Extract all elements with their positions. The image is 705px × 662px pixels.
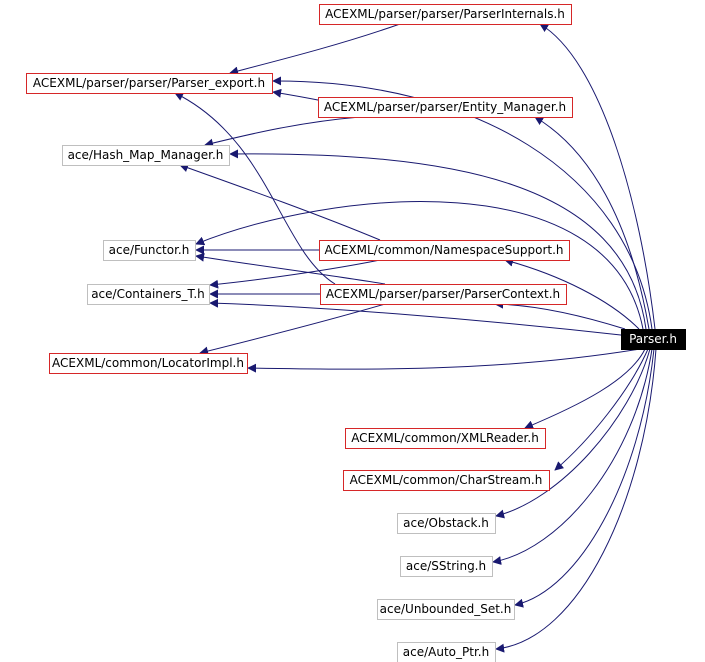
node-label: ace/Auto_Ptr.h [403, 645, 489, 659]
edge-parser-internals-to-parser-export [229, 23, 401, 76]
node-xml-reader[interactable]: ACEXML/common/XMLReader.h [345, 428, 546, 449]
node-box [26, 73, 273, 94]
node-label: ACEXML/parser/parser/Entity_Manager.h [324, 100, 566, 114]
edge-parser-context-to-functor [195, 252, 386, 285]
node-auto-ptr[interactable]: ace/Auto_Ptr.h [397, 642, 496, 662]
edges [174, 23, 657, 653]
node-box [87, 284, 210, 305]
edge-parser-to-obstack [495, 348, 651, 519]
node-box [319, 4, 572, 25]
node-label: ACEXML/parser/parser/ParserContext.h [326, 287, 560, 301]
node-box [319, 240, 570, 261]
node-hash-map-manager[interactable]: ace/Hash_Map_Manager.h [62, 145, 230, 166]
edge-parser-to-parser-context [494, 299, 626, 330]
edge-namespace-support-to-containers-t [209, 259, 381, 289]
node-label: ACEXML/parser/parser/Parser_export.h [33, 76, 265, 90]
edge-parser-to-parser-internals [539, 23, 656, 330]
node-box [400, 556, 493, 577]
node-box [343, 470, 550, 491]
node-box [318, 97, 573, 118]
nodes: ACEXML/parser/parser/ParserInternals.hAC… [26, 4, 686, 662]
edge-parser-to-unbounded-set [514, 348, 655, 608]
edge-parser-to-entity-manager [534, 116, 650, 330]
edge-parser-to-char-stream [554, 348, 649, 471]
edge-parser-to-functor [195, 201, 644, 330]
edge-parser-to-containers-t [209, 298, 631, 337]
edge-parser-to-locator-impl [247, 348, 641, 373]
node-box [49, 353, 248, 374]
node-parser[interactable]: Parser.h [621, 329, 686, 350]
node-parser-internals[interactable]: ACEXML/parser/parser/ParserInternals.h [319, 4, 572, 25]
edge-parser-context-to-parser-export [174, 92, 336, 285]
node-label: ACEXML/parser/parser/ParserInternals.h [325, 7, 565, 21]
node-functor[interactable]: ace/Functor.h [103, 240, 196, 261]
node-label: ACEXML/common/LocatorImpl.h [52, 356, 244, 370]
node-entity-manager[interactable]: ACEXML/parser/parser/Entity_Manager.h [318, 97, 573, 118]
edge-parser-to-xml-reader [524, 348, 646, 430]
node-parser-export[interactable]: ACEXML/parser/parser/Parser_export.h [26, 73, 273, 94]
node-box [103, 240, 196, 261]
node-label: ace/SString.h [406, 559, 486, 573]
edge-parser-to-auto-ptr [495, 348, 657, 653]
node-label: ace/Containers_T.h [91, 287, 205, 301]
node-box [397, 513, 496, 534]
node-sstring[interactable]: ace/SString.h [400, 556, 493, 577]
edge-parser-to-namespace-support [504, 257, 640, 330]
node-parser-context[interactable]: ACEXML/parser/parser/ParserContext.h [320, 284, 567, 305]
node-obstack[interactable]: ace/Obstack.h [397, 513, 496, 534]
node-char-stream[interactable]: ACEXML/common/CharStream.h [343, 470, 550, 491]
node-label: Parser.h [629, 332, 677, 346]
node-box [62, 145, 230, 166]
node-unbounded-set[interactable]: ace/Unbounded_Set.h [377, 599, 515, 620]
node-label: ace/Unbounded_Set.h [380, 602, 512, 616]
node-label: ace/Obstack.h [403, 516, 489, 530]
node-box [320, 284, 567, 305]
edge-parser-to-hash-map-manager [229, 149, 647, 330]
node-locator-impl[interactable]: ACEXML/common/LocatorImpl.h [49, 353, 248, 374]
node-namespace-support[interactable]: ACEXML/common/NamespaceSupport.h [319, 240, 570, 261]
edge-entity-manager-to-hash-map-manager [204, 116, 361, 148]
node-containers-t[interactable]: ace/Containers_T.h [87, 284, 210, 305]
node-label: ace/Functor.h [109, 243, 190, 257]
node-box [621, 329, 686, 350]
edge-namespace-support-to-hash-map-manager [179, 163, 381, 241]
edge-parser-to-sstring [492, 348, 653, 565]
node-label: ACEXML/common/NamespaceSupport.h [324, 243, 563, 257]
node-box [345, 428, 546, 449]
node-box [377, 599, 515, 620]
edge-parser-context-to-locator-impl [199, 303, 386, 356]
node-box [397, 642, 496, 662]
node-label: ACEXML/common/CharStream.h [350, 473, 543, 487]
node-label: ace/Hash_Map_Manager.h [68, 148, 224, 162]
node-label: ACEXML/common/XMLReader.h [351, 431, 539, 445]
